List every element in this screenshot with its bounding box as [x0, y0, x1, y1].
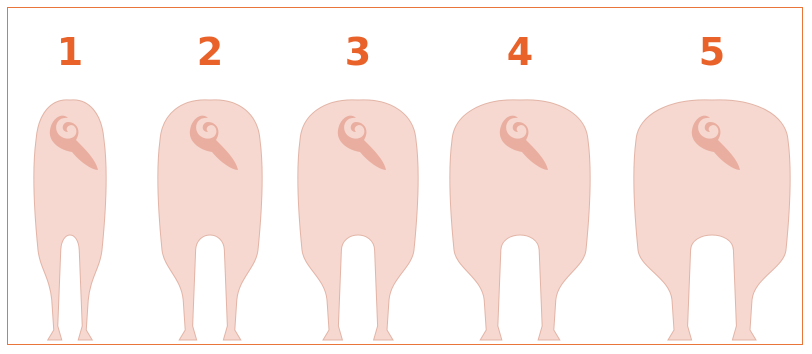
condition-score-label: 2 [180, 30, 240, 74]
condition-score-label: 1 [40, 30, 100, 74]
pig-body-shape [450, 100, 590, 340]
pig-body-shape [158, 100, 262, 340]
pig-body-shape [298, 100, 418, 340]
pig-rear-view-illustration [288, 88, 428, 348]
condition-score-label: 4 [490, 30, 550, 74]
pig-rear-view-illustration [440, 88, 600, 348]
pig-figure-5: 5 [624, 0, 800, 354]
pig-body-shape [34, 100, 106, 340]
pig-rear-view-illustration [624, 88, 800, 348]
pig-body-shape [634, 100, 790, 340]
pig-rear-view-illustration [148, 88, 272, 348]
pig-figure-1: 1 [24, 0, 116, 354]
condition-score-label: 5 [682, 30, 742, 74]
pig-figure-2: 2 [148, 0, 272, 354]
pig-figure-4: 4 [440, 0, 600, 354]
pig-rear-view-illustration [24, 88, 116, 348]
condition-score-label: 3 [328, 30, 388, 74]
pig-figure-3: 3 [288, 0, 428, 354]
